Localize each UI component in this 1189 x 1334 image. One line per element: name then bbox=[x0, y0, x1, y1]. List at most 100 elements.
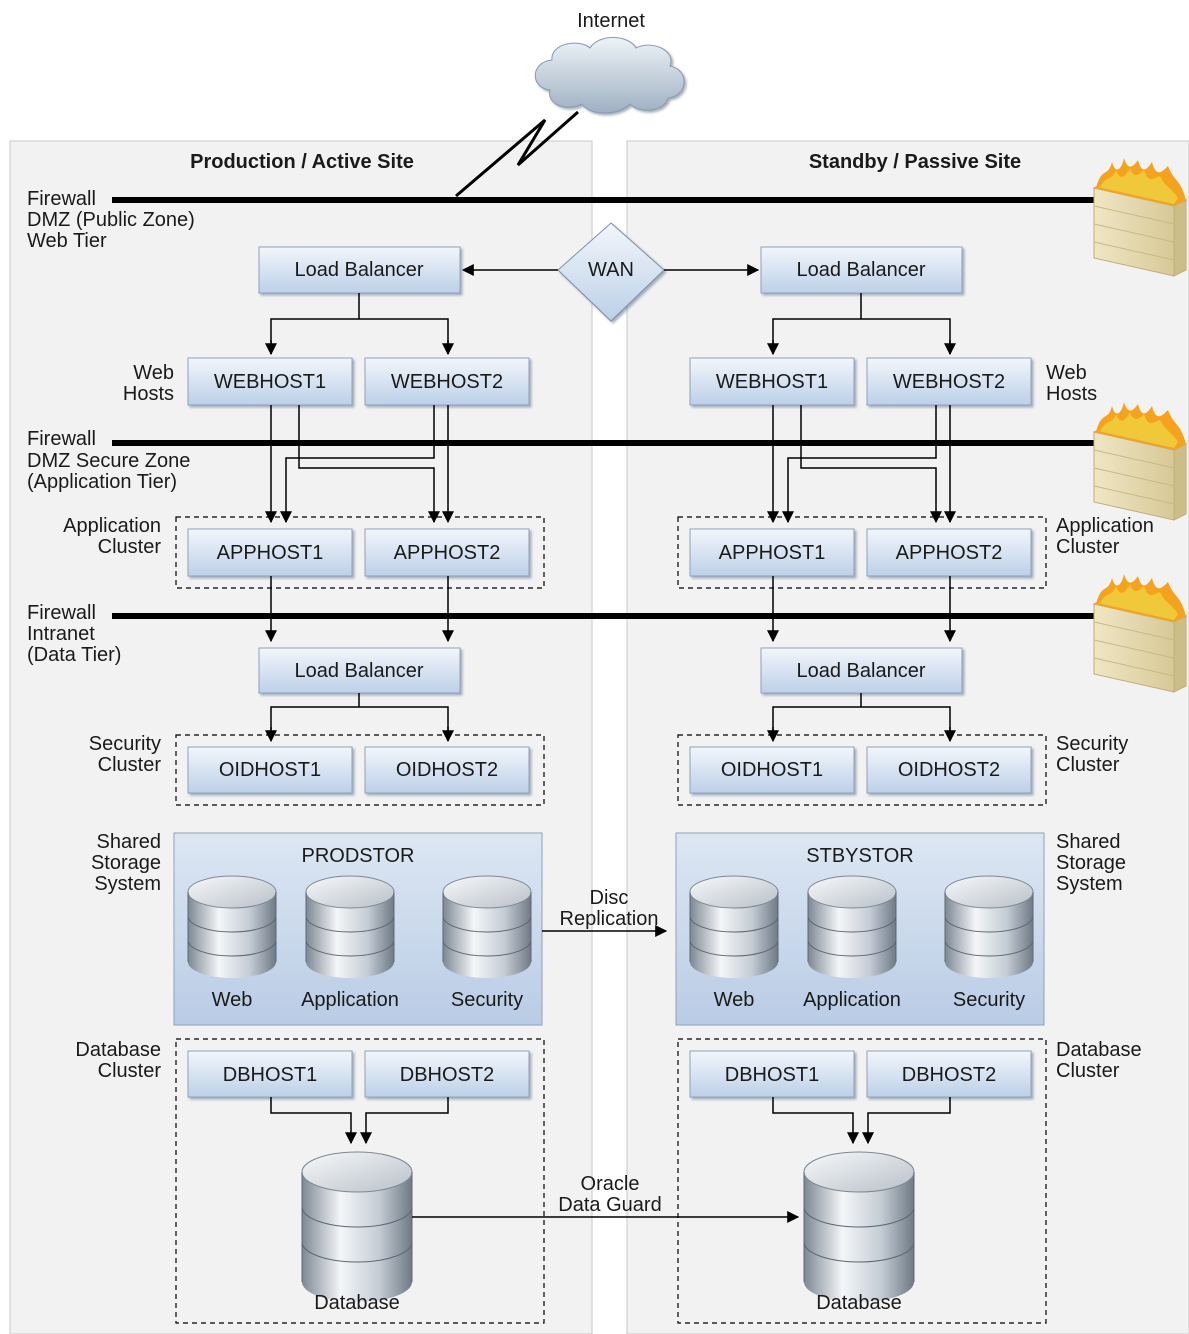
standby-site-panel bbox=[626, 140, 1189, 1334]
svg-text:STBYSTOR: STBYSTOR bbox=[806, 845, 913, 867]
stby-load-balancer-bottom: Load Balancer bbox=[760, 647, 963, 694]
prod-app-cluster bbox=[175, 516, 545, 589]
svg-text:Cluster: Cluster bbox=[1056, 754, 1120, 776]
svg-text:OIDHOST2: OIDHOST2 bbox=[898, 759, 1000, 781]
standby-site-title: Standby / Passive Site bbox=[809, 151, 1021, 173]
application-disk-icon bbox=[305, 875, 395, 979]
stby-web-hosts-label: Web Hosts bbox=[1046, 362, 1097, 405]
svg-text:Load Balancer: Load Balancer bbox=[295, 259, 424, 281]
svg-text:DMZ Secure Zone: DMZ Secure Zone bbox=[27, 450, 190, 472]
svg-text:Cluster: Cluster bbox=[1056, 536, 1120, 558]
svg-text:OIDHOST1: OIDHOST1 bbox=[721, 759, 823, 781]
stby-security-cluster-label: Security Cluster bbox=[1056, 733, 1128, 776]
application-disk-icon bbox=[807, 875, 897, 979]
stby-load-balancer-top: Load Balancer bbox=[760, 246, 963, 294]
prod-dbhost1: DBHOST1 bbox=[187, 1050, 353, 1098]
data-guard-label: Oracle Data Guard bbox=[558, 1173, 661, 1216]
svg-text:Cluster: Cluster bbox=[98, 754, 162, 776]
security-disk-icon bbox=[944, 875, 1034, 979]
prod-web-hosts-label: Web Hosts bbox=[123, 362, 174, 405]
stby-security-cluster bbox=[677, 734, 1047, 806]
svg-text:DBHOST1: DBHOST1 bbox=[725, 1064, 819, 1086]
svg-text:Database: Database bbox=[75, 1039, 161, 1061]
svg-text:Storage: Storage bbox=[91, 852, 161, 874]
prod-database-icon bbox=[301, 1151, 413, 1303]
stby-apphost2: APPHOST2 bbox=[866, 528, 1032, 577]
svg-text:OIDHOST2: OIDHOST2 bbox=[396, 759, 498, 781]
prod-database-label: Database bbox=[314, 1292, 400, 1314]
svg-text:Security: Security bbox=[89, 733, 161, 755]
svg-text:Disc: Disc bbox=[590, 887, 629, 909]
prod-apphost1: APPHOST1 bbox=[187, 528, 353, 577]
svg-text:Web: Web bbox=[133, 362, 174, 384]
stby-dbhost1: DBHOST1 bbox=[689, 1050, 855, 1098]
svg-text:Application: Application bbox=[63, 515, 161, 537]
svg-text:Load Balancer: Load Balancer bbox=[797, 660, 926, 682]
svg-text:System: System bbox=[1056, 873, 1123, 895]
svg-text:Security: Security bbox=[451, 989, 523, 1011]
svg-text:APPHOST1: APPHOST1 bbox=[719, 542, 826, 564]
internet-link bbox=[455, 110, 579, 198]
svg-text:Web: Web bbox=[212, 989, 253, 1011]
firewall-icon bbox=[1093, 401, 1187, 521]
firewall-web-tier-label: Firewall DMZ (Public Zone) Web Tier bbox=[27, 188, 195, 252]
svg-text:Security: Security bbox=[953, 989, 1025, 1011]
prod-security-cluster bbox=[175, 734, 545, 806]
svg-text:DMZ (Public Zone): DMZ (Public Zone) bbox=[27, 209, 195, 231]
web-disk-icon bbox=[187, 875, 277, 979]
svg-text:Cluster: Cluster bbox=[1056, 1060, 1120, 1082]
svg-text:Load Balancer: Load Balancer bbox=[797, 259, 926, 281]
stby-database-label: Database bbox=[816, 1292, 902, 1314]
svg-text:DBHOST2: DBHOST2 bbox=[902, 1064, 996, 1086]
svg-text:Web Tier: Web Tier bbox=[27, 230, 107, 252]
stby-apphost1: APPHOST1 bbox=[689, 528, 855, 577]
svg-text:Application: Application bbox=[803, 989, 901, 1011]
svg-text:APPHOST1: APPHOST1 bbox=[217, 542, 324, 564]
prod-webhost2: WEBHOST2 bbox=[364, 357, 530, 406]
svg-text:Security: Security bbox=[1056, 733, 1128, 755]
svg-text:WEBHOST1: WEBHOST1 bbox=[214, 371, 326, 393]
production-site-panel bbox=[9, 140, 593, 1334]
prod-dbhost2: DBHOST2 bbox=[364, 1050, 530, 1098]
svg-text:Hosts: Hosts bbox=[1046, 383, 1097, 405]
security-disk-icon bbox=[442, 875, 532, 979]
svg-text:Replication: Replication bbox=[560, 908, 659, 930]
firewall-app-tier-label: Firewall DMZ Secure Zone (Application Ti… bbox=[27, 428, 190, 493]
svg-text:DBHOST2: DBHOST2 bbox=[400, 1064, 494, 1086]
stby-dbhost2: DBHOST2 bbox=[866, 1050, 1032, 1098]
firewall-icon bbox=[1093, 157, 1187, 277]
prod-app-cluster-label: Application Cluster bbox=[63, 515, 161, 558]
svg-text:Application: Application bbox=[301, 989, 399, 1011]
svg-text:(Data Tier): (Data Tier) bbox=[27, 644, 121, 666]
svg-text:Hosts: Hosts bbox=[123, 383, 174, 405]
svg-text:OIDHOST1: OIDHOST1 bbox=[219, 759, 321, 781]
disc-replication-label: Disc Replication bbox=[560, 887, 659, 930]
wan-node: WAN bbox=[557, 222, 665, 322]
svg-text:Shared: Shared bbox=[97, 831, 162, 853]
stby-shared-storage: STBYSTOR Web Application Security bbox=[675, 832, 1045, 1026]
stby-database-icon bbox=[803, 1151, 915, 1303]
svg-text:WAN: WAN bbox=[588, 259, 634, 281]
svg-text:WEBHOST2: WEBHOST2 bbox=[893, 371, 1005, 393]
svg-text:APPHOST2: APPHOST2 bbox=[896, 542, 1003, 564]
stby-storage-label: Shared Storage System bbox=[1056, 831, 1126, 895]
internet-label: Internet bbox=[577, 10, 645, 32]
stby-db-cluster-label: Database Cluster bbox=[1056, 1039, 1142, 1082]
svg-text:Shared: Shared bbox=[1056, 831, 1121, 853]
prod-oidhost1: OIDHOST1 bbox=[187, 746, 353, 794]
svg-text:Storage: Storage bbox=[1056, 852, 1126, 874]
prod-webhost1: WEBHOST1 bbox=[187, 357, 353, 406]
svg-text:PRODSTOR: PRODSTOR bbox=[302, 845, 415, 867]
stby-oidhost1: OIDHOST1 bbox=[689, 746, 855, 794]
stby-oidhost2: OIDHOST2 bbox=[866, 746, 1032, 794]
svg-text:Data Guard: Data Guard bbox=[558, 1194, 661, 1216]
svg-text:Load Balancer: Load Balancer bbox=[295, 660, 424, 682]
prod-load-balancer-bottom: Load Balancer bbox=[258, 647, 461, 694]
svg-text:WEBHOST1: WEBHOST1 bbox=[716, 371, 828, 393]
stby-db-cluster bbox=[677, 1038, 1047, 1324]
stby-webhost1: WEBHOST1 bbox=[689, 357, 855, 406]
prod-load-balancer-top: Load Balancer bbox=[258, 246, 461, 294]
svg-text:Application: Application bbox=[1056, 515, 1154, 537]
svg-text:Cluster: Cluster bbox=[98, 536, 162, 558]
